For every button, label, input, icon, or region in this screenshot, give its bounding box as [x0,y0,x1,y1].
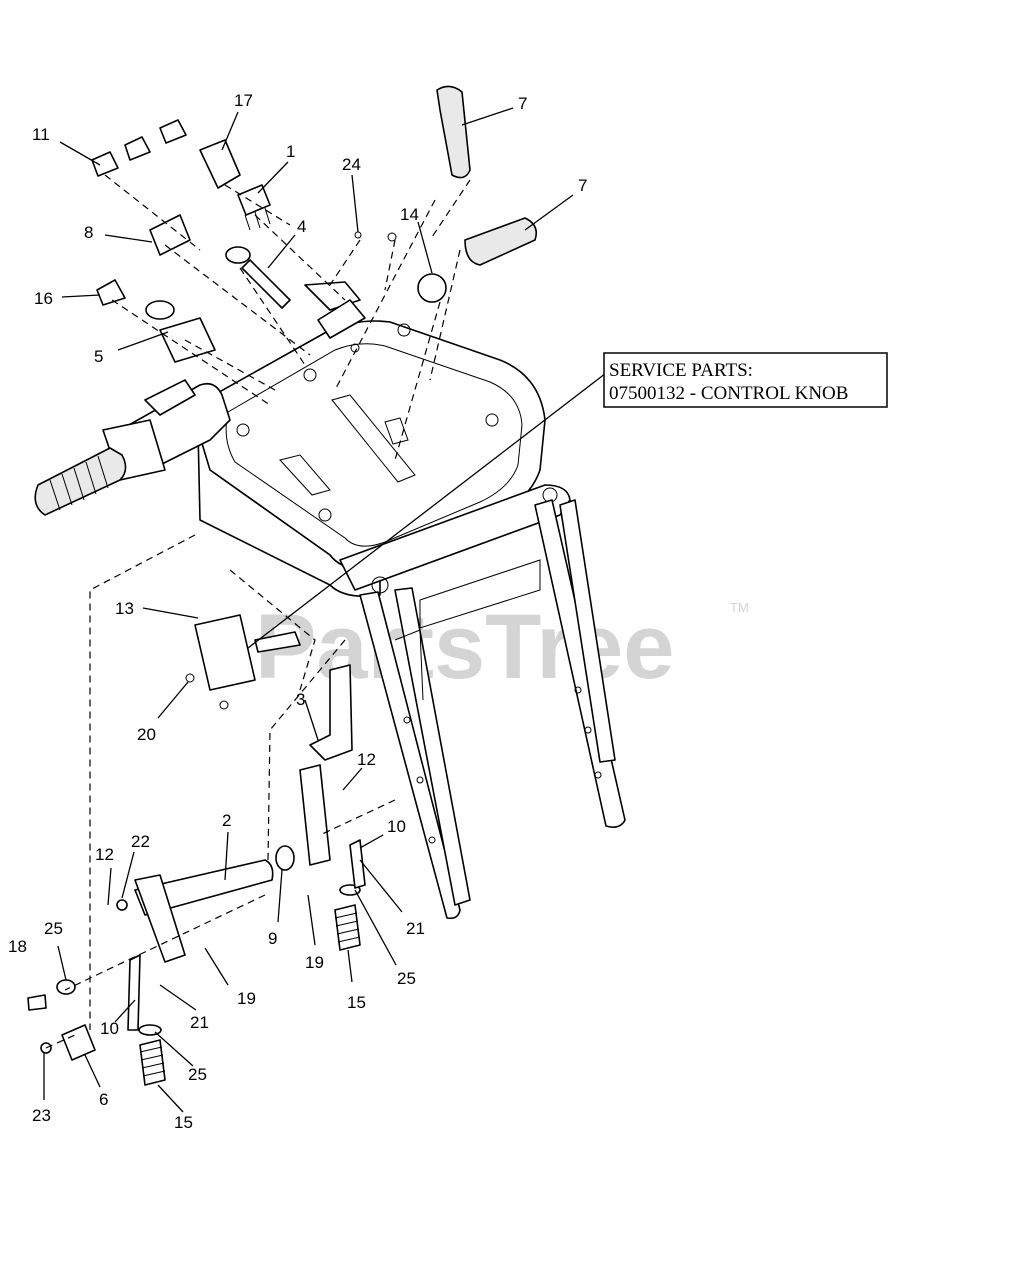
callout-10-left: 10 [100,1019,119,1038]
leader-lines [43,107,611,1113]
callout-21-left: 21 [190,1013,209,1032]
callout-22: 22 [131,832,150,851]
callout-7-right: 7 [578,176,587,195]
callout-20: 20 [137,725,156,744]
top-parts [91,85,538,363]
callout-8: 8 [84,223,93,242]
linkage-parts [27,614,366,1086]
dashed-lines [45,174,471,1049]
watermark-text: PartsTree [255,596,674,698]
callout-17: 17 [234,91,253,110]
callout-15-lower: 15 [174,1113,193,1132]
cover-17 [199,139,241,189]
callout-5: 5 [94,347,103,366]
callout-7-top: 7 [518,94,527,113]
callout-25-right: 25 [397,969,416,988]
handle-panel [34,320,626,920]
callout-1: 1 [286,142,295,161]
callout-14: 14 [400,205,419,224]
callout-24: 24 [342,155,361,174]
callout-12-left: 12 [95,845,114,864]
watermark-trademark: TM [730,600,749,615]
service-parts-item: 07500132 - CONTROL KNOB [609,383,848,404]
callout-numbers: 17 11 1 24 7 7 8 4 14 16 5 13 20 3 12 10… [8,91,587,1132]
callout-15-right: 15 [347,993,366,1012]
callout-25-left: 25 [44,919,63,938]
switch-caps [91,119,187,177]
callout-21-right: 21 [406,919,425,938]
service-parts-title: SERVICE PARTS: [609,360,753,381]
callout-12-upper: 12 [357,750,376,769]
service-parts-box: SERVICE PARTS: 07500132 - CONTROL KNOB [603,352,888,408]
callout-25-lower: 25 [188,1065,207,1084]
callout-11: 11 [32,125,50,144]
callout-16: 16 [34,289,53,308]
callout-2: 2 [222,811,231,830]
callout-10-upper: 10 [387,817,406,836]
callout-19-center: 19 [305,953,324,972]
callout-23: 23 [32,1106,51,1125]
callout-13: 13 [115,599,134,618]
callout-18: 18 [8,937,27,956]
callout-19-left: 19 [237,989,256,1008]
callout-4: 4 [297,217,306,236]
callout-3: 3 [296,690,305,709]
callout-9: 9 [268,929,277,948]
callout-6: 6 [99,1090,108,1109]
